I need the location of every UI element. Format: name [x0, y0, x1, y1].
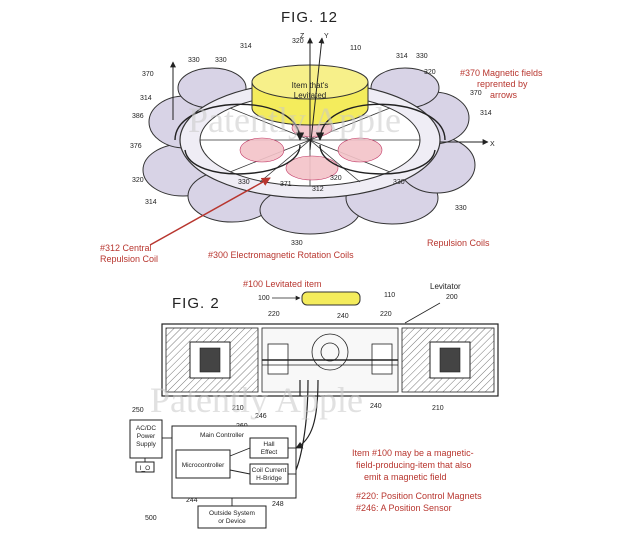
- coil-l1: Coil Current: [252, 467, 287, 474]
- block-labels: AC/DC Power Supply I_O Main Controller M…: [136, 425, 287, 525]
- ref-330-bottom: 330: [291, 240, 303, 247]
- ref-210-l: 210: [232, 405, 244, 412]
- ref-330-br: 330: [455, 205, 467, 212]
- ref-246: 246: [255, 413, 267, 420]
- ref-370-r: 370: [470, 90, 482, 97]
- microcontroller-block: [175, 449, 231, 479]
- outside-l1: Outside System: [209, 510, 255, 517]
- ref-330-tr: 330: [416, 53, 428, 60]
- annot-item100-l3: emit a magnetic field: [364, 472, 447, 482]
- levitator-leader: [404, 302, 441, 324]
- ref-320-r: 320: [424, 69, 436, 76]
- central-coil-pointer: [149, 177, 271, 246]
- ref-244: 244: [186, 497, 198, 504]
- ref-314-top: 314: [240, 43, 252, 50]
- annot-central-l2: Repulsion Coil: [100, 254, 158, 264]
- ref-370-l: 370: [142, 71, 154, 78]
- ref-376: 376: [130, 143, 142, 150]
- axes: [170, 37, 489, 151]
- annot-246: #246: A Position Sensor: [356, 503, 452, 513]
- ref-240-b: 240: [370, 403, 382, 410]
- coil-l2: H-Bridge: [256, 475, 282, 482]
- hall-l2: Effect: [261, 449, 278, 456]
- fig12-title: FIG. 12: [281, 9, 338, 26]
- power-supply-block: [129, 419, 163, 459]
- ref-110: 110: [350, 45, 361, 52]
- ref-314-r: 314: [480, 110, 492, 117]
- main-controller-label: Main Controller: [200, 432, 245, 439]
- ref-320-top: 320: [292, 38, 304, 45]
- ref-314-l: 314: [140, 95, 152, 102]
- microcontroller-label: Microcontroller: [182, 462, 225, 469]
- signal-wires: [295, 379, 319, 471]
- ref-330-l3: 330: [238, 179, 250, 186]
- ref-110-fig2: 110: [384, 292, 395, 299]
- fig12-reference-numerals: 314 320 110 314 330 320 370 314 370 330 …: [130, 38, 492, 247]
- annot-magnetic-l2: reprented by: [477, 79, 528, 89]
- ref-220-l: 220: [268, 311, 280, 318]
- axis-z: Z: [300, 33, 305, 40]
- annot-item100-l2: field-producing-item that also: [356, 460, 472, 470]
- ref-312: 312: [312, 186, 324, 193]
- levitated-puck: [301, 291, 361, 306]
- axis-x: X: [490, 141, 495, 148]
- annot-magnetic-l3: arrows: [490, 90, 518, 100]
- ref-314-bl: 314: [145, 199, 157, 206]
- levitator-label: Levitator: [430, 282, 461, 291]
- ref-330-tl: 330: [188, 57, 200, 64]
- ref-371: 371: [280, 181, 292, 188]
- block-connections: [144, 437, 296, 506]
- annot-rotation: #300 Electromagnetic Rotation Coils: [208, 250, 354, 260]
- levitator-cross-section: [161, 323, 499, 397]
- power-l3: Supply: [136, 441, 157, 448]
- annot-220: #220: Position Control Magnets: [356, 491, 482, 501]
- ref-500: 500: [145, 515, 157, 522]
- levitator-ref: 200: [446, 294, 458, 301]
- ref-314-tr: 314: [396, 53, 408, 60]
- ref-320-l: 320: [132, 177, 144, 184]
- annot-item100-l1: Item #100 may be a magnetic-: [352, 448, 474, 458]
- ref-320-c: 320: [330, 175, 342, 182]
- power-l1: AC/DC: [136, 425, 157, 432]
- watermark-top: Patently Apple: [188, 100, 401, 140]
- fig2-title: FIG. 2: [172, 295, 220, 312]
- ref-220-r: 220: [380, 311, 392, 318]
- ref-386: 386: [132, 113, 144, 120]
- control-block-diagram: [129, 419, 297, 529]
- fig2-reference-numerals: 220 240 220 210 240 210 250 246 260 244 …: [132, 311, 444, 522]
- ref-250: 250: [132, 407, 144, 414]
- axis-y: Y: [324, 33, 329, 40]
- ref-248: 248: [272, 501, 284, 508]
- power-io: I_O: [140, 465, 150, 472]
- outside-l2: or Device: [218, 518, 246, 525]
- hall-l1: Hall: [263, 441, 275, 448]
- ref-330-l2: 330: [215, 57, 227, 64]
- ref-210-r: 210: [432, 405, 444, 412]
- ref-330-b: 330: [393, 179, 405, 186]
- annot-magnetic-l1: #370 Magnetic fields: [460, 68, 543, 78]
- magnetic-field-arrows: [174, 103, 446, 175]
- ref-100: 100: [258, 295, 270, 302]
- annot-repulsion: Repulsion Coils: [427, 238, 490, 248]
- annot-central-l1: #312 Central: [100, 243, 152, 253]
- ref-240: 240: [337, 313, 349, 320]
- power-l2: Power: [137, 433, 156, 440]
- annot-levitated: #100 Levitated item: [243, 279, 322, 289]
- watermark-bottom: Patently Apple: [150, 380, 363, 420]
